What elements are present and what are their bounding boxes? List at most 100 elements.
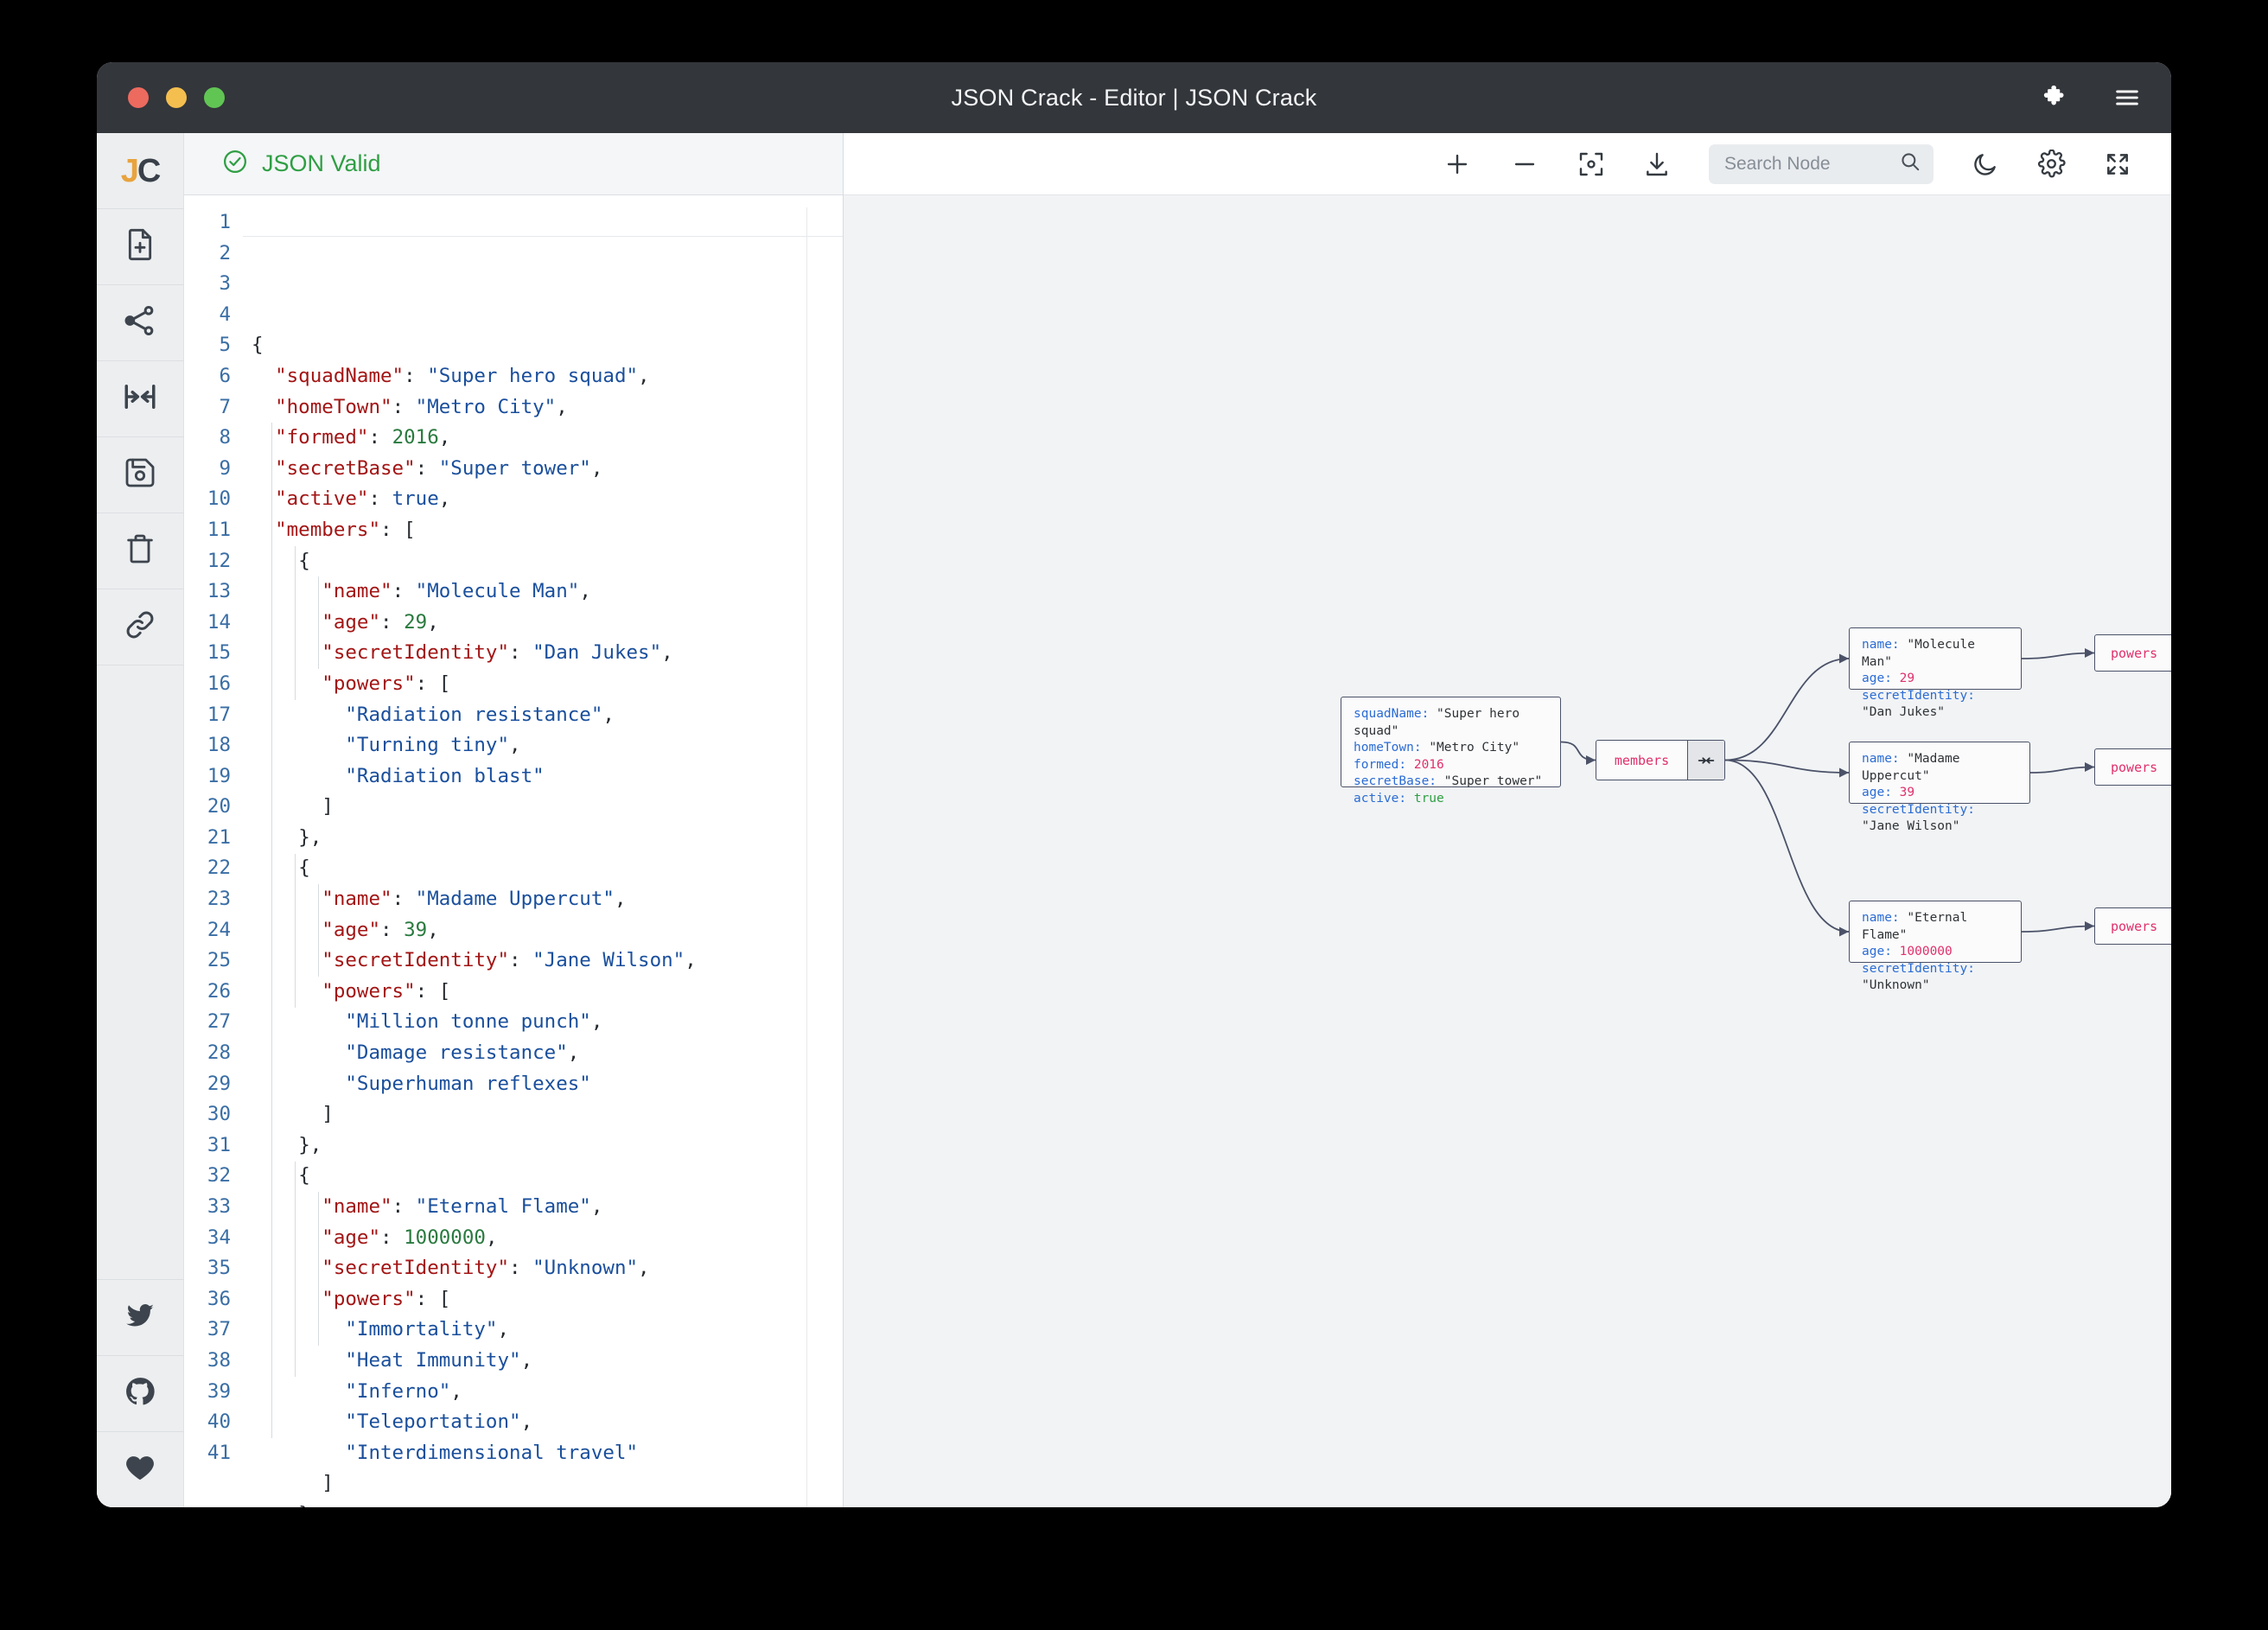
code-token: ,	[638, 364, 650, 387]
sidebar-item-github[interactable]	[97, 1355, 183, 1431]
sidebar-item-new-file[interactable]	[97, 209, 183, 285]
node-key: secretIdentity:	[1862, 802, 1975, 817]
minimize-button[interactable]	[166, 87, 187, 108]
graph-pane: squadName: "Super hero squad"homeTown: "…	[844, 133, 2171, 1507]
code-token: ,	[638, 1257, 650, 1280]
code-token: "secretIdentity"	[322, 641, 510, 665]
code-line: {	[252, 853, 843, 884]
code-line: "secretIdentity": "Jane Wilson",	[252, 946, 843, 977]
code-token: ,	[427, 610, 439, 634]
sidebar-item-link[interactable]	[97, 589, 183, 665]
code-token: "name"	[322, 888, 392, 911]
puzzle-icon[interactable]	[2042, 83, 2071, 112]
code-token: },	[298, 825, 322, 849]
code-token: ,	[520, 1410, 533, 1434]
app-logo[interactable]: JC	[97, 133, 183, 209]
search-node-box[interactable]	[1709, 143, 1934, 184]
download-button[interactable]	[1643, 150, 1671, 178]
indent-guide	[318, 884, 320, 977]
node-value: "Dan Jukes"	[1862, 705, 1946, 719]
graph-node-root[interactable]: squadName: "Super hero squad"homeTown: "…	[1341, 697, 1561, 805]
indent-guide	[295, 853, 296, 1008]
line-number: 4	[219, 302, 231, 326]
zoom-in-button[interactable]	[1443, 150, 1472, 179]
line-number: 30	[207, 1103, 231, 1126]
line-number: 10	[207, 487, 231, 511]
zoom-out-button[interactable]	[1510, 150, 1539, 179]
close-button[interactable]	[128, 87, 149, 108]
code-token: "age"	[322, 918, 381, 941]
code-token: ,	[661, 641, 673, 665]
sidebar-item-save[interactable]	[97, 437, 183, 513]
app-window: JSON Crack - Editor | JSON Crack JC	[97, 62, 2171, 1507]
hamburger-menu-icon[interactable]	[2112, 83, 2142, 112]
code-token: ,	[427, 918, 439, 941]
sidebar-item-share[interactable]	[97, 285, 183, 361]
sidebar-item-collapse[interactable]	[97, 361, 183, 437]
node-row: active: true	[1354, 791, 1548, 808]
twitter-icon	[124, 1299, 156, 1336]
line-number: 38	[207, 1348, 231, 1372]
code-token: ,	[590, 1195, 603, 1218]
maximize-button[interactable]	[204, 87, 225, 108]
code-content[interactable]: { "squadName": "Super hero squad", "home…	[243, 195, 843, 1507]
code-token: :	[404, 364, 428, 387]
graph-edge	[2029, 766, 2095, 774]
code-token: "Damage resistance"	[345, 1041, 568, 1065]
moon-icon[interactable]	[1972, 150, 1999, 178]
code-token: "Super tower"	[438, 456, 591, 480]
collapse-arrows-icon[interactable]	[1687, 741, 1724, 780]
code-line: "active": true,	[252, 484, 843, 515]
node-row: age: 29	[1862, 671, 2009, 688]
code-token: : [	[415, 1287, 451, 1310]
node-value: 29	[1899, 672, 1915, 685]
fullscreen-icon[interactable]	[2104, 150, 2131, 178]
sidebar-item-twitter[interactable]	[97, 1279, 183, 1355]
code-token: :	[392, 1195, 416, 1218]
focus-center-icon[interactable]	[1577, 150, 1605, 178]
graph-toolbar	[844, 133, 2171, 195]
code-line: ]	[252, 792, 843, 823]
json-status-bar: JSON Valid	[184, 133, 843, 195]
code-token: : [	[380, 518, 416, 541]
code-line: "name": "Eternal Flame",	[252, 1192, 843, 1223]
code-token: }	[298, 1503, 310, 1507]
active-line-underline	[243, 236, 843, 237]
code-token: :	[392, 580, 416, 603]
code-line: "age": 1000000,	[252, 1223, 843, 1254]
code-line: ]	[252, 1099, 843, 1130]
new-file-icon	[123, 227, 157, 266]
graph-node-powers[interactable]: powers	[2094, 634, 2171, 672]
line-number: 12	[207, 549, 231, 572]
code-token: "active"	[275, 487, 369, 511]
code-token: "Turning tiny"	[345, 734, 510, 757]
node-row: age: 39	[1862, 785, 2017, 802]
code-token: "Radiation blast"	[345, 764, 545, 787]
sidebar-item-delete[interactable]	[97, 513, 183, 589]
code-token: "secretIdentity"	[322, 949, 510, 972]
gear-icon[interactable]	[2037, 150, 2066, 178]
line-number: 33	[207, 1195, 231, 1218]
graph-node-powers[interactable]: powers	[2094, 907, 2171, 945]
heart-icon	[124, 1451, 156, 1488]
graph-canvas[interactable]: squadName: "Super hero squad"homeTown: "…	[844, 195, 2171, 1507]
graph-edges	[1560, 648, 2095, 937]
code-token: ,	[497, 1318, 510, 1341]
graph-node-members[interactable]: members	[1596, 740, 1725, 780]
search-input[interactable]	[1723, 152, 1892, 175]
search-icon[interactable]	[1899, 150, 1921, 177]
node-value: "Super tower"	[1443, 774, 1543, 788]
line-number: 29	[207, 1072, 231, 1095]
node-value: 1000000	[1899, 945, 1953, 958]
graph-node-powers[interactable]: powers	[2094, 748, 2171, 786]
code-line: "secretIdentity": "Unknown",	[252, 1253, 843, 1284]
sidebar-item-support[interactable]	[97, 1431, 183, 1507]
link-icon	[123, 608, 157, 646]
code-line: ]	[252, 1468, 843, 1499]
node-key: active:	[1354, 791, 1414, 805]
node-key: age:	[1862, 945, 1900, 958]
